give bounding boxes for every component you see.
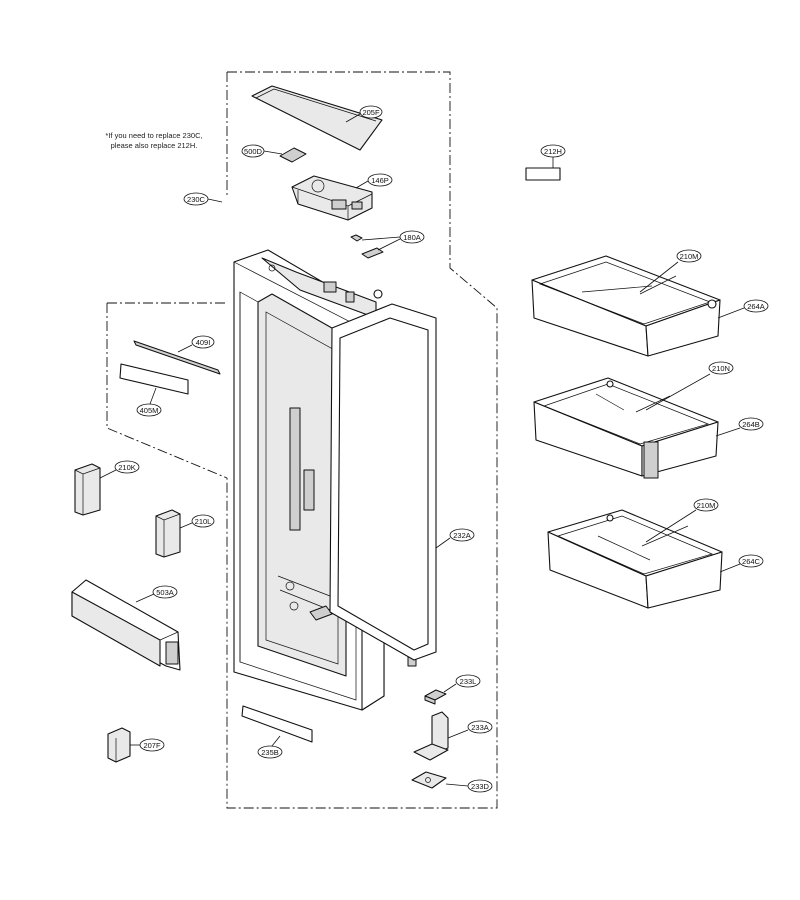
part-bin-middle[interactable] <box>533 377 719 479</box>
bubble-264c[interactable] <box>738 554 764 568</box>
label-212h: 212H <box>544 147 562 156</box>
part-232a-gasket[interactable] <box>329 303 437 661</box>
bubble-405m[interactable] <box>136 403 162 417</box>
label-409i: 409I <box>196 338 211 347</box>
part-180a-clips[interactable] <box>350 234 384 259</box>
label-264c: 264C <box>742 557 761 566</box>
bubble-207f[interactable] <box>139 738 165 752</box>
bubble-233l[interactable] <box>455 674 481 688</box>
bubble-205f[interactable] <box>359 105 383 119</box>
left-sub-assembly-boundary <box>106 302 228 479</box>
bubble-409i[interactable] <box>191 335 215 349</box>
bubble-232a[interactable] <box>449 528 475 542</box>
part-233l-cap[interactable] <box>424 689 447 705</box>
callouts: 205F 500D 146P 230C 180A 212H 210M 264A … <box>99 105 769 793</box>
label-210m-top: 210M <box>680 252 699 261</box>
part-210k-bracket[interactable] <box>74 463 101 516</box>
label-503a: 503A <box>156 588 174 597</box>
label-205f: 205F <box>362 108 380 117</box>
label-210m-bottom: 210M <box>697 501 716 510</box>
label-232a: 232A <box>453 531 471 540</box>
replacement-note-line-2: please also replace 212H. <box>110 141 198 150</box>
label-180a: 180A <box>403 233 421 242</box>
part-500d-pad[interactable] <box>279 147 307 163</box>
label-233l: 233L <box>460 677 477 686</box>
part-212h-plate[interactable] <box>525 167 561 181</box>
bubble-210l[interactable] <box>191 514 215 528</box>
label-210k: 210K <box>118 463 136 472</box>
part-503a-housing[interactable] <box>71 579 181 671</box>
label-264b: 264B <box>742 420 760 429</box>
part-233d-base[interactable] <box>411 771 447 789</box>
label-233a: 233A <box>471 723 489 732</box>
bubble-146p[interactable] <box>367 173 393 187</box>
replacement-note: *If you need to replace 230C, please als… <box>84 131 224 151</box>
bubble-233d[interactable] <box>467 779 493 793</box>
door-assembly-boundary <box>226 71 498 809</box>
part-205f-cover[interactable] <box>251 85 383 151</box>
part-405m-bar[interactable] <box>119 363 189 395</box>
label-405m: 405M <box>140 406 159 415</box>
label-207f: 207F <box>143 741 161 750</box>
bubble-180a[interactable] <box>399 230 425 244</box>
bubble-210m-bottom[interactable] <box>693 498 719 512</box>
bubble-503a[interactable] <box>152 585 178 599</box>
bubble-230c[interactable] <box>183 192 209 206</box>
part-409i-strip[interactable] <box>133 340 221 375</box>
bubble-210k[interactable] <box>114 460 140 474</box>
replacement-note-line-1: *If you need to replace 230C, <box>105 131 203 140</box>
bubble-210n[interactable] <box>708 361 734 375</box>
part-207f-latch[interactable] <box>107 727 131 763</box>
bubble-500d[interactable] <box>241 144 265 158</box>
bubble-210m-top[interactable] <box>676 249 702 263</box>
bubble-235b[interactable] <box>257 745 283 759</box>
bubble-212h[interactable] <box>540 144 566 158</box>
bubble-233a[interactable] <box>467 720 493 734</box>
label-235b: 235B <box>261 748 279 757</box>
label-146p: 146P <box>371 176 389 185</box>
label-210n: 210N <box>712 364 730 373</box>
part-bin-bottom[interactable] <box>547 509 723 609</box>
bubble-264a[interactable] <box>743 299 769 313</box>
label-500d: 500D <box>244 147 263 156</box>
label-230c: 230C <box>187 195 206 204</box>
part-146p-module[interactable] <box>291 175 373 221</box>
part-233a-hinge[interactable] <box>413 711 449 761</box>
bubble-264b[interactable] <box>738 417 764 431</box>
label-233d: 233D <box>471 782 490 791</box>
part-bin-top[interactable] <box>531 255 721 357</box>
part-210l-bracket[interactable] <box>155 509 181 558</box>
part-235b-strip[interactable] <box>241 705 313 743</box>
label-210l: 210L <box>195 517 212 526</box>
label-264a: 264A <box>747 302 765 311</box>
